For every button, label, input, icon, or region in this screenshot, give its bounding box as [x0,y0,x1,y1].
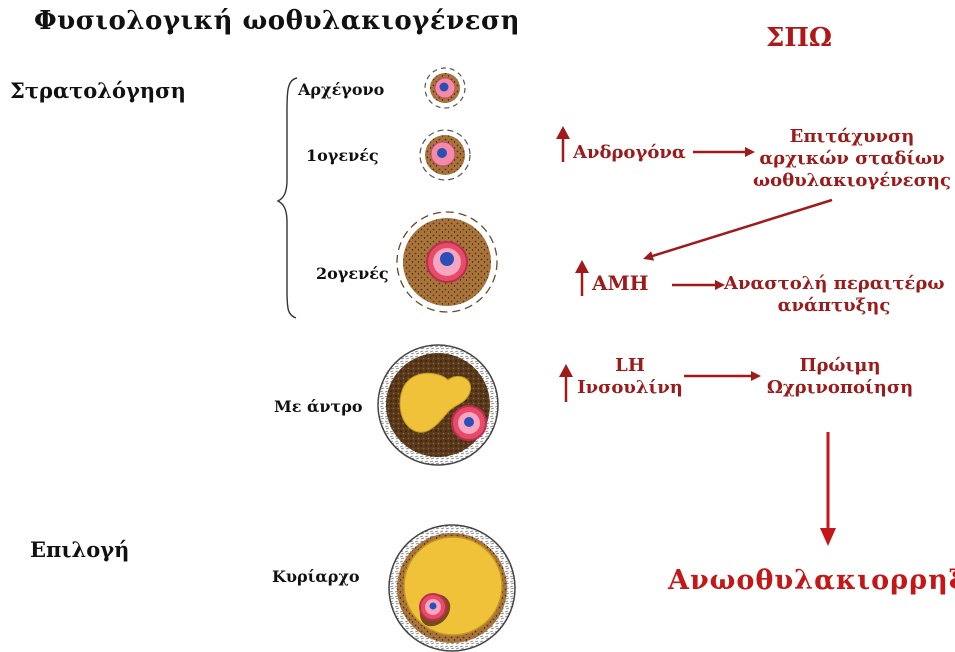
follicle-antral [378,345,498,465]
label-acceleration: Επιτάχυνση αρχικών σταδίων ωοθυλακιογένε… [752,126,952,192]
follicle-primary [420,130,470,180]
label-inhibition: Αναστολή περαιτέρω ανάπτυξης [724,273,944,317]
acceleration-line3: ωοθυλακιογένεσης [752,170,952,192]
early-line2: Ωχρινοποίηση [760,377,920,399]
acceleration-line2: αρχικών σταδίων [752,148,952,170]
follicle-primordial [425,68,465,108]
up-arrow-amh [575,260,589,296]
label-amh: AMH [592,272,649,294]
follicle-secondary [397,212,497,312]
acceleration-line1: Επιτάχυνση [752,126,952,148]
label-lh-insulin: LH Ινσουλίνη [575,355,685,399]
inhibition-line2: ανάπτυξης [724,295,944,317]
inhibition-line1: Αναστολή περαιτέρω [724,273,944,295]
follicle-dominant [389,525,515,651]
label-anovulation: Ανωοθυλακιορρηξία [668,565,955,596]
arrow-acceleration-to-amh [646,200,832,258]
early-line1: Πρώιμη [760,355,920,377]
label-early-luteinization: Πρώιμη Ωχρινοποίηση [760,355,920,399]
arrow-to-anovulation [820,432,836,546]
insulin-text: Ινσουλίνη [575,377,685,399]
up-arrow-androgens [556,126,570,162]
lh-text: LH [575,355,685,377]
recruitment-brace [278,78,297,318]
label-androgens: Ανδρογόνα [573,142,686,164]
up-arrow-lh-insulin [559,364,573,402]
